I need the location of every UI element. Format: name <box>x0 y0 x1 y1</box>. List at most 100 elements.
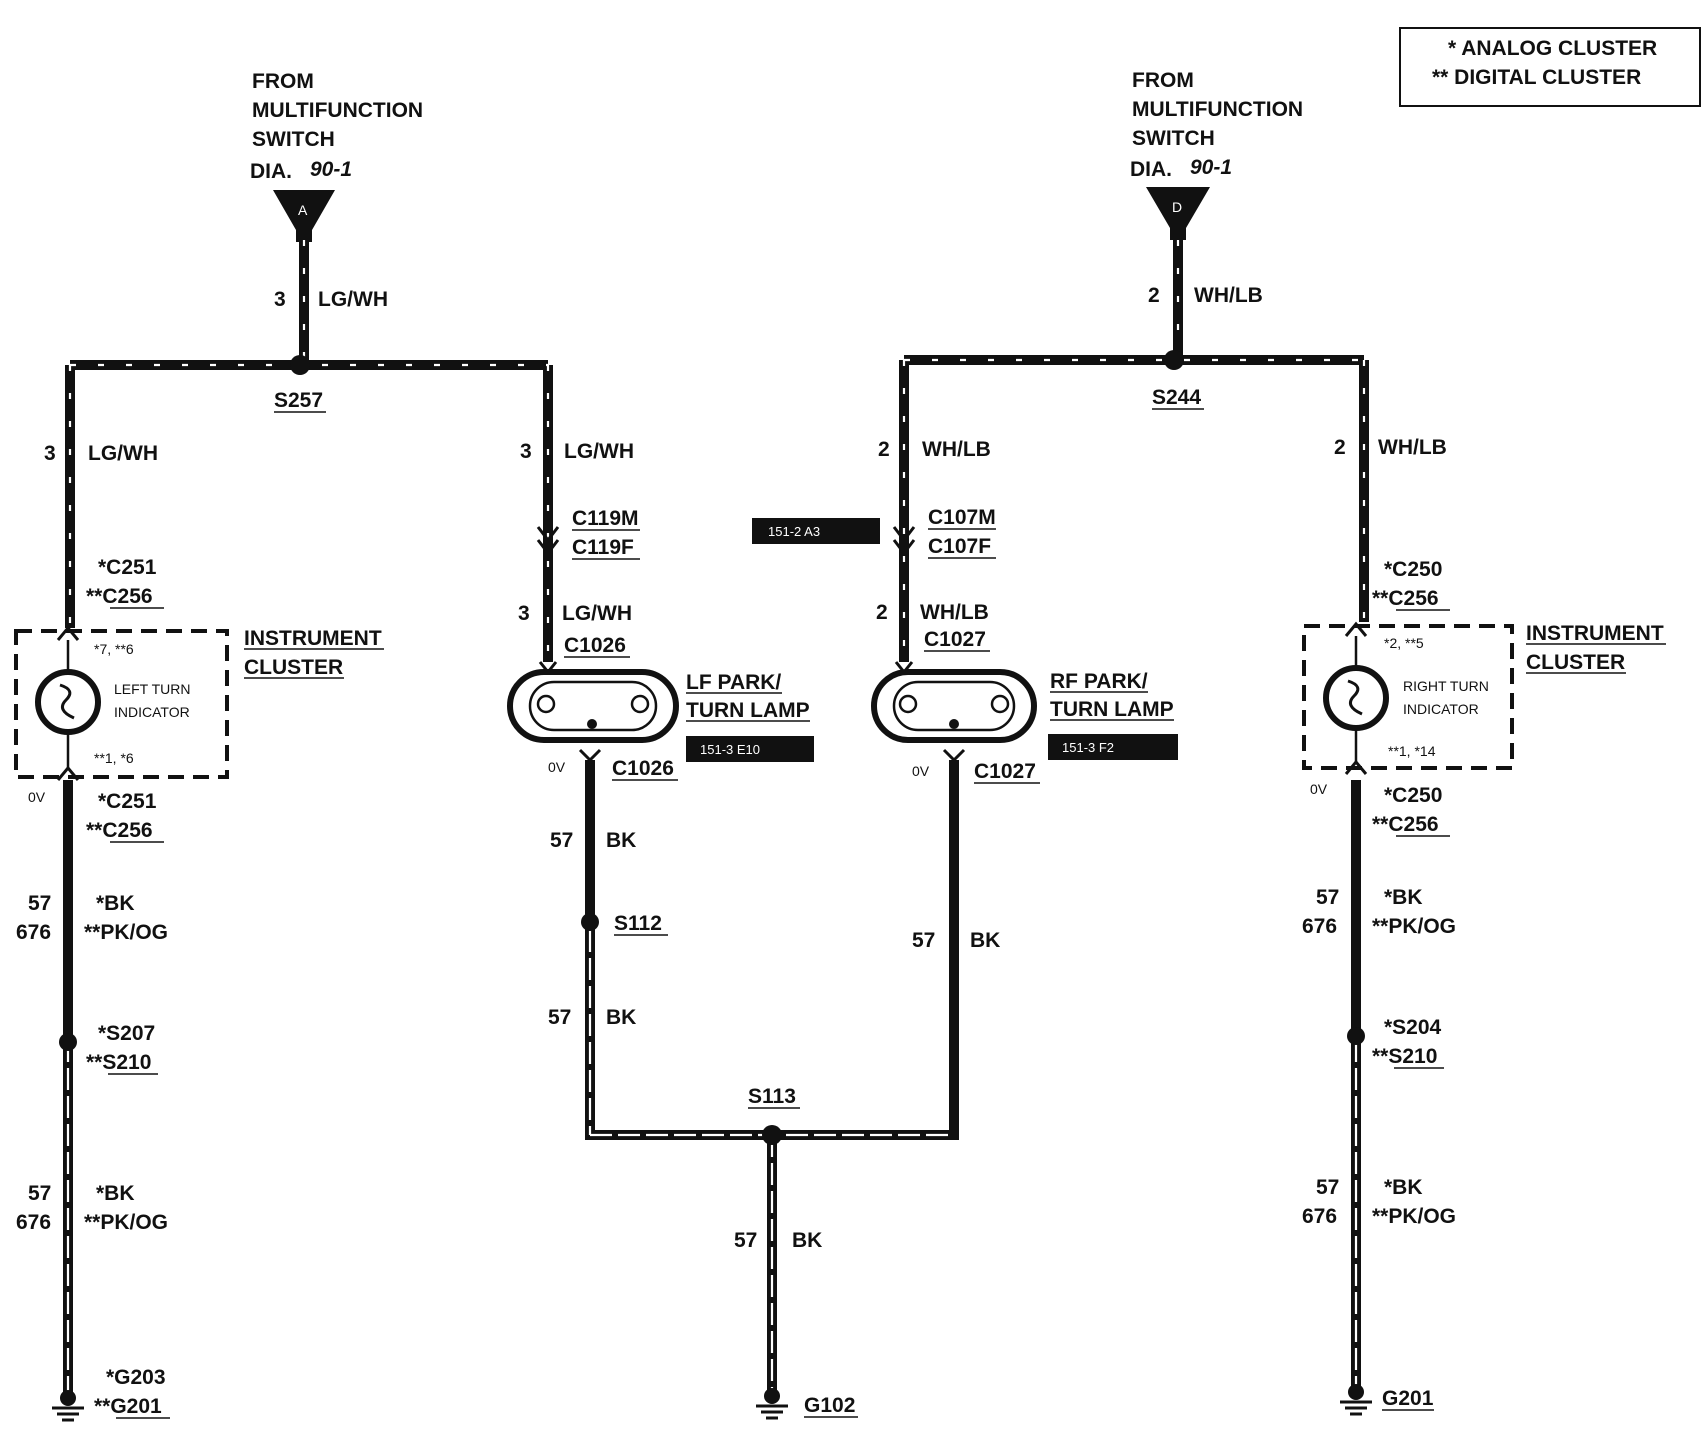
ground-left-icon <box>52 1390 84 1422</box>
source-a-line1: FROM <box>252 70 314 93</box>
connector-c119-icon <box>536 526 560 543</box>
wire-label-circuit: 3 <box>520 440 532 463</box>
connector-c107f-label: C107F <box>928 535 991 558</box>
connector-c1026-top-label: C1026 <box>564 634 626 657</box>
left-turn-bulb-icon <box>35 669 101 735</box>
connector-c119m-label: C119M <box>572 507 639 530</box>
lf-lamp-icon <box>507 669 679 743</box>
wire-label-circuit: 676 <box>1302 915 1337 938</box>
wire-label-color: LG/WH <box>562 602 632 625</box>
wire-label-color: **PK/OG <box>1372 1205 1456 1228</box>
wire-label-color: BK <box>792 1229 822 1252</box>
ground-center-icon <box>756 1388 788 1420</box>
wire-label-circuit: 676 <box>16 921 51 944</box>
wire-label-circuit: 57 <box>28 1182 51 1205</box>
ground-right-icon <box>1340 1384 1372 1416</box>
splice-s204-label: *S204 <box>1384 1016 1442 1039</box>
wire-label-color: LG/WH <box>88 442 158 465</box>
splice-s112-label: S112 <box>614 912 662 935</box>
voltage-label: 0V <box>548 759 566 775</box>
wire-label-color: **PK/OG <box>1372 915 1456 938</box>
splice-s257-dot <box>290 355 310 375</box>
rf-lamp-ref: 151-3 F2 <box>1062 740 1114 755</box>
right-indicator-line2: INDICATOR <box>1403 701 1479 717</box>
voltage-label: 0V <box>1310 781 1328 797</box>
connector-c251-label: *C251 <box>98 790 157 813</box>
wire-label-color: *BK <box>96 892 135 915</box>
rf-lamp-title-line2: TURN LAMP <box>1050 698 1174 721</box>
connector-c1027-top-label: C1027 <box>924 628 986 651</box>
wire-label-circuit: 676 <box>1302 1205 1337 1228</box>
connector-c250-label: *C250 <box>1384 784 1442 807</box>
legend-analog: * ANALOG CLUSTER <box>1448 37 1657 60</box>
wire-label-circuit: 3 <box>518 602 530 625</box>
wire-whlb-right <box>899 240 1369 662</box>
wire-label-circuit: 57 <box>1316 886 1339 909</box>
right-cluster-pin-top: *2, **5 <box>1384 635 1424 651</box>
wire-label-color: WH/LB <box>920 601 989 624</box>
c107-ref: 151-2 A3 <box>768 524 820 539</box>
splice-s113-dot <box>762 1125 782 1145</box>
source-d-connector-icon <box>1146 187 1210 240</box>
rf-lamp-icon <box>871 669 1037 743</box>
source-d-dia: DIA. <box>1130 158 1172 181</box>
wire-label-circuit: 57 <box>912 929 935 952</box>
left-cluster-title-line2: CLUSTER <box>244 656 343 679</box>
ground-g203-label: *G203 <box>106 1366 166 1389</box>
wire-label-circuit: 57 <box>1316 1176 1339 1199</box>
splice-s244-dot <box>1164 350 1184 370</box>
wire-label-color: WH/LB <box>922 438 991 461</box>
legend-box <box>1399 27 1701 107</box>
ground-g201-right-label: G201 <box>1382 1387 1434 1410</box>
connector-c250-label: *C250 <box>1384 558 1442 581</box>
splice-s210-label: **S210 <box>1372 1045 1437 1068</box>
connector-c107-icon <box>892 526 916 543</box>
left-instrument-cluster-box <box>14 629 229 779</box>
right-indicator-line1: RIGHT TURN <box>1403 678 1489 694</box>
connector-c256-label: **C256 <box>86 585 153 608</box>
wire-label-circuit: 2 <box>1334 436 1346 459</box>
wire-ground-center <box>585 760 959 1400</box>
right-cluster-title-line2: CLUSTER <box>1526 651 1625 674</box>
source-a-connector-icon <box>273 190 335 242</box>
right-cluster-title-line1: INSTRUMENT <box>1526 622 1664 645</box>
voltage-label: 0V <box>912 763 930 779</box>
source-a-dia: DIA. <box>250 160 292 183</box>
ground-g102-label: G102 <box>804 1394 855 1417</box>
wire-label-color: WH/LB <box>1194 284 1263 307</box>
c107-ref-box <box>752 518 880 544</box>
source-a-dia-ref: 90-1 <box>310 158 352 181</box>
left-indicator-line2: INDICATOR <box>114 704 190 720</box>
splice-s207-dot <box>59 1033 77 1051</box>
wire-label-color: WH/LB <box>1378 436 1447 459</box>
lf-lamp-ref: 151-3 E10 <box>700 742 760 757</box>
source-a-letter: A <box>298 202 308 218</box>
connector-c251-label: *C251 <box>98 556 157 579</box>
wire-label-color: BK <box>606 1006 636 1029</box>
wire-label-color: *BK <box>1384 1176 1423 1199</box>
wire-label-circuit: 2 <box>878 438 890 461</box>
left-cluster-pin-top: *7, **6 <box>94 641 134 657</box>
source-d-line1: FROM <box>1132 69 1194 92</box>
wire-label-circuit: 3 <box>274 288 286 311</box>
legend-digital: ** DIGITAL CLUSTER <box>1432 66 1641 89</box>
wire-label-color: **PK/OG <box>84 1211 168 1234</box>
wire-label-color: BK <box>606 829 636 852</box>
left-cluster-pin-bottom: **1, *6 <box>94 750 134 766</box>
wire-label-color: LG/WH <box>318 288 388 311</box>
ground-g201-label: **G201 <box>94 1395 162 1418</box>
wire-label-circuit: 57 <box>28 892 51 915</box>
voltage-label: 0V <box>28 789 46 805</box>
lf-lamp-title-line1: LF PARK/ <box>686 671 781 694</box>
wire-label-color: LG/WH <box>564 440 634 463</box>
left-indicator-line1: LEFT TURN <box>114 681 191 697</box>
left-cluster-title-line1: INSTRUMENT <box>244 627 382 650</box>
right-turn-bulb-icon <box>1323 665 1389 731</box>
splice-s244-label: S244 <box>1152 386 1201 409</box>
connector-c1026-bottom-label: C1026 <box>612 757 674 780</box>
connector-c119f-label: C119F <box>572 536 634 559</box>
source-d-dia-ref: 90-1 <box>1190 156 1232 179</box>
source-a-line2: MULTIFUNCTION <box>252 99 423 122</box>
